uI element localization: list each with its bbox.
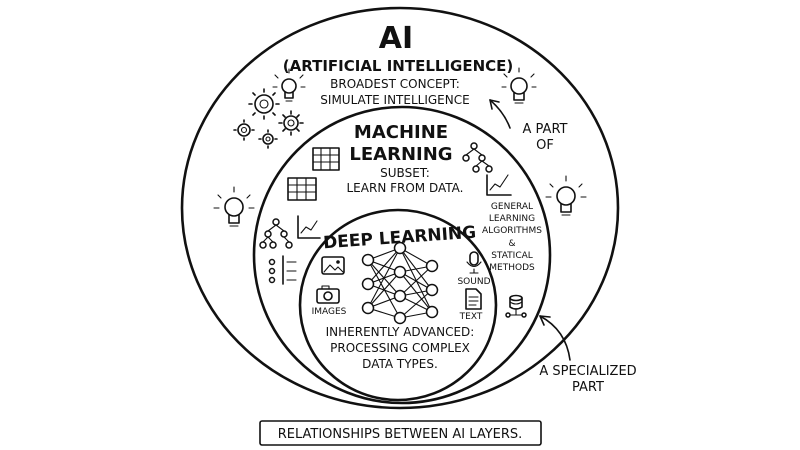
table-icon — [287, 177, 317, 201]
document-icon — [465, 288, 482, 310]
ml-desc-line1: SUBSET: — [380, 166, 430, 180]
lightbulb-icon — [501, 67, 537, 104]
specialized-line2: PART — [572, 380, 604, 395]
caption: RELATIONSHIPS BETWEEN AI LAYERS. — [278, 427, 523, 442]
line-chart-icon — [486, 174, 512, 196]
dl-desc-line1: INHERENTLY ADVANCED: — [326, 325, 475, 339]
checklist-icon — [268, 255, 297, 285]
image-icon — [321, 256, 345, 275]
part-of-arrow-icon — [489, 99, 511, 129]
ml-side-line5: STATICAL — [491, 251, 533, 261]
table-icon — [312, 147, 340, 171]
lightbulb-icon — [213, 186, 255, 227]
ml-side-line2: LEARNING — [489, 214, 535, 224]
dl-text-label: TEXT — [459, 312, 483, 322]
gear-icon — [258, 129, 278, 149]
dl-images-label: IMAGES — [312, 307, 347, 317]
dl-desc-line3: DATA TYPES. — [362, 357, 438, 371]
lightbulb-icon — [545, 175, 587, 216]
caption-box — [259, 420, 542, 446]
ml-title-line1: MACHINE — [354, 122, 448, 143]
ai-subtitle: (ARTIFICIAL INTELLIGENCE) — [283, 57, 514, 75]
tree-diagram-icon — [462, 142, 493, 173]
ml-title-line2: LEARNING — [349, 144, 452, 165]
dl-desc-line2: PROCESSING COMPLEX — [330, 341, 470, 355]
dl-sound-label: SOUND — [457, 277, 490, 287]
tree-diagram-icon — [259, 218, 293, 249]
gear-icon — [248, 88, 280, 120]
specialized-line1: A SPECIALIZED — [539, 364, 636, 379]
neural-network-icon — [361, 241, 439, 325]
gear-icon — [233, 119, 255, 141]
ml-desc-line2: LEARN FROM DATA. — [347, 181, 464, 195]
dl-circle — [298, 208, 498, 402]
lightbulb-icon — [272, 68, 306, 102]
ml-side-line4: & — [508, 239, 515, 249]
gear-icon — [278, 110, 304, 136]
ml-side-line6: METHODS — [489, 263, 535, 273]
ai-desc-line2: SIMULATE INTELLIGENCE — [320, 93, 469, 107]
database-icon — [505, 294, 527, 318]
line-chart-icon — [297, 215, 321, 239]
microphone-icon — [466, 251, 482, 274]
ml-side-line1: GENERAL — [491, 202, 533, 212]
part-of-line2: OF — [536, 138, 554, 153]
part-of-line1: A PART — [523, 122, 568, 137]
ml-side-line3: ALGORITHMS — [482, 226, 542, 236]
ml-side-text: GENERAL LEARNING ALGORITHMS & STATICAL M… — [482, 202, 542, 273]
specialized-arrow-icon — [539, 315, 571, 361]
ai-title: AI — [379, 21, 413, 56]
camera-icon — [316, 285, 340, 304]
ai-desc-line1: BROADEST CONCEPT: — [330, 77, 460, 91]
